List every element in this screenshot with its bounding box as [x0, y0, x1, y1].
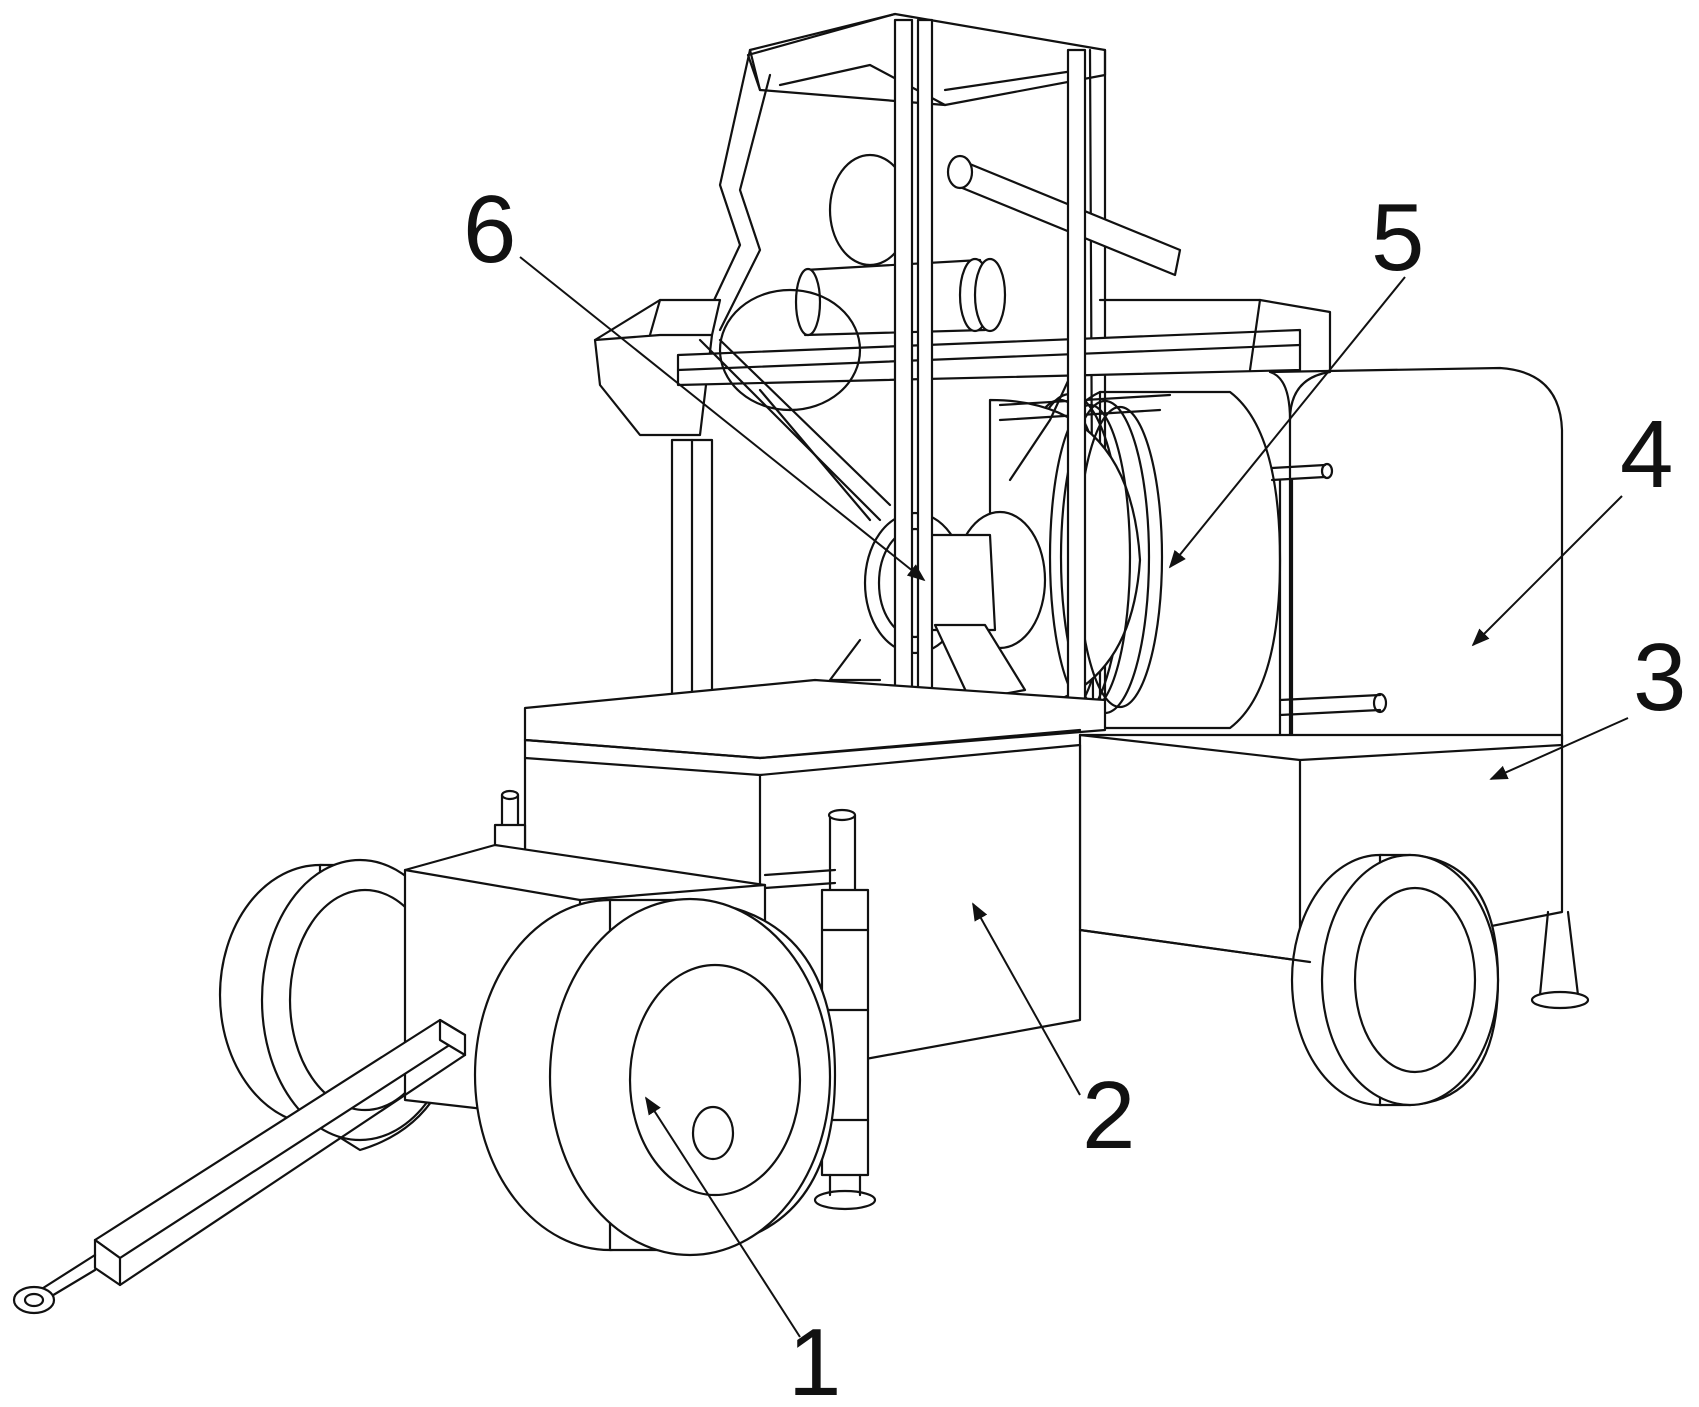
cross-beam	[676, 298, 1332, 387]
front-wheel	[473, 897, 837, 1257]
rear-housing	[1268, 366, 1564, 762]
leader-6	[519, 256, 926, 582]
rear-left-wheel	[218, 858, 462, 1152]
callout-numbers: 1 2 3 4 5 6	[463, 176, 1686, 1407]
leader-2	[972, 902, 1081, 1096]
callout-2: 2	[1082, 1062, 1135, 1169]
central-hub	[828, 510, 1047, 702]
callout-6: 6	[463, 176, 516, 283]
leader-4	[1471, 495, 1623, 647]
rear-right-wheel	[1290, 853, 1500, 1107]
callout-3: 3	[1633, 624, 1686, 731]
tow-bar	[12, 1018, 467, 1315]
leader-3	[1489, 717, 1629, 780]
leader-5	[1168, 276, 1406, 569]
front-posts	[893, 18, 1087, 717]
callout-5: 5	[1371, 184, 1424, 291]
callout-1: 1	[788, 1309, 841, 1407]
callout-4: 4	[1620, 401, 1673, 508]
tower-bracing	[698, 338, 1082, 522]
leader-lines	[519, 256, 1629, 1338]
leader-1	[645, 1096, 801, 1338]
